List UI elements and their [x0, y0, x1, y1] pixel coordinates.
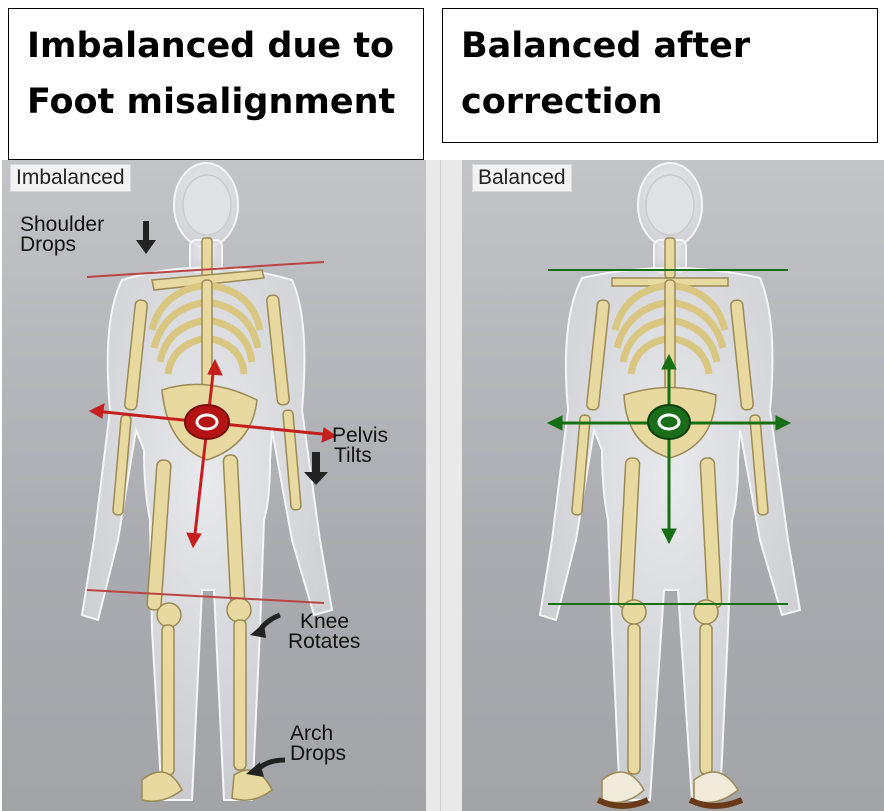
label-pelvis-tilts: Pelvis Tilts: [332, 426, 388, 466]
label-arch-line2: Drops: [290, 744, 346, 764]
imbalanced-skeleton-illustration: [2, 160, 426, 811]
title-balanced: Balanced after correction: [442, 8, 878, 143]
title-imbalanced: Imbalanced due to Foot misalignment: [8, 8, 424, 160]
panel-divider: [426, 160, 462, 811]
label-knee-line1: Knee: [288, 612, 360, 632]
label-pelvis-line1: Pelvis: [332, 426, 388, 446]
label-shoulder-line1: Shoulder: [20, 215, 104, 235]
title-balanced-line1: Balanced after: [461, 18, 877, 74]
title-balanced-line2: correction: [461, 74, 877, 130]
label-shoulder-drops: Shoulder Drops: [20, 215, 104, 255]
imbalanced-figure-panel: Imbalanced Shoulder Drops Pelvis Tilts K…: [2, 160, 426, 811]
label-arch-drops: Arch Drops: [290, 724, 346, 764]
label-pelvis-line2: Tilts: [332, 446, 388, 466]
label-knee-line2: Rotates: [288, 632, 360, 652]
title-imbalanced-line1: Imbalanced due to: [27, 18, 423, 74]
label-knee-rotates: Knee Rotates: [288, 612, 360, 652]
label-shoulder-line2: Drops: [20, 235, 104, 255]
balanced-figure-panel: Balanced: [462, 160, 884, 811]
label-arch-line1: Arch: [290, 724, 346, 744]
imbalanced-tag: Imbalanced: [10, 164, 131, 192]
balanced-tag: Balanced: [472, 164, 572, 192]
title-imbalanced-line2: Foot misalignment: [27, 74, 423, 130]
balanced-skeleton-illustration: [462, 160, 884, 811]
